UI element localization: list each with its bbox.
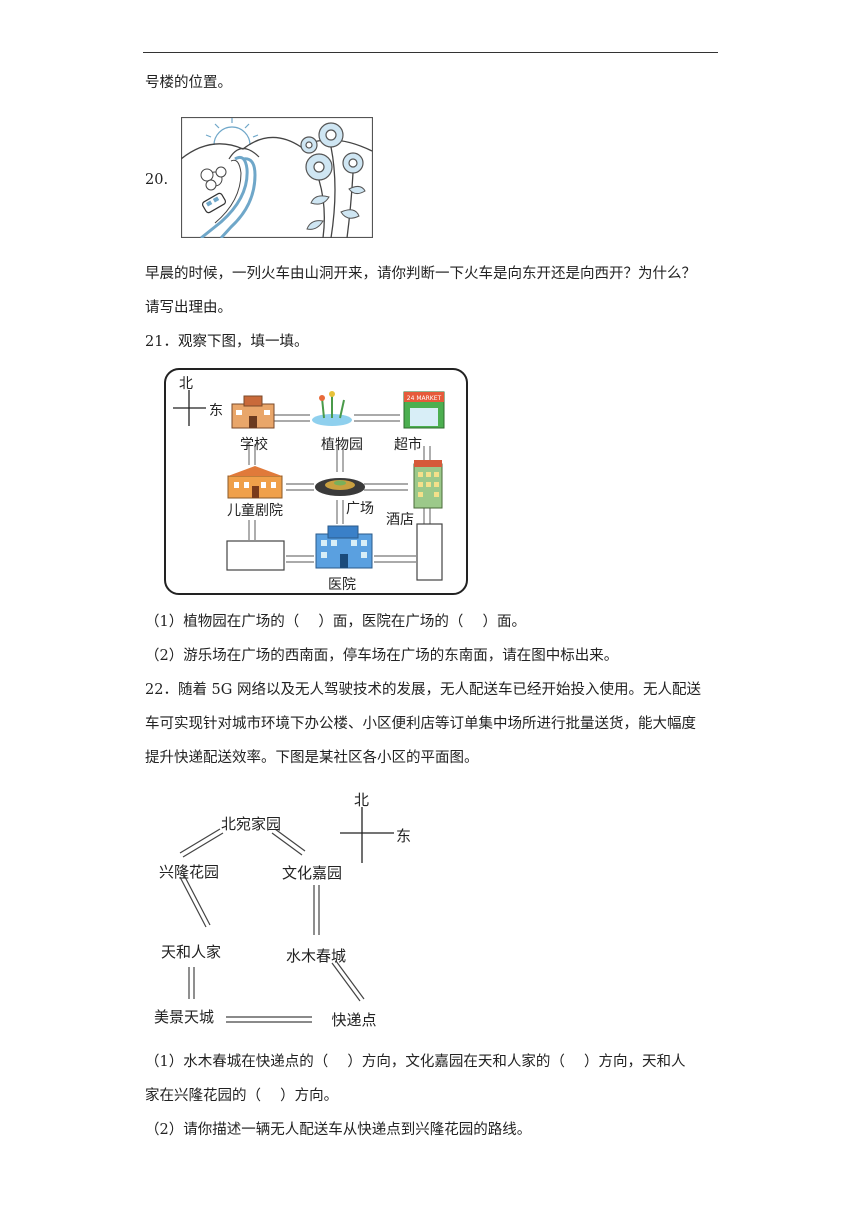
place-hotel: 酒店 xyxy=(386,512,414,528)
q21-sub2: （2）游乐场在广场的西南面，停车场在广场的东南面，请在图中标出来。 xyxy=(145,648,619,664)
smoke-icon xyxy=(200,166,227,191)
flower-icon xyxy=(300,122,364,181)
place-hospital: 医院 xyxy=(328,577,356,593)
road-lines xyxy=(179,828,365,1023)
compass-north-label: 北 xyxy=(354,791,369,809)
place-tianhe: 天和人家 xyxy=(161,943,221,961)
place-garden: 植物园 xyxy=(321,437,363,453)
empty-plot-left xyxy=(226,540,285,571)
q22-line2: 车可实现针对城市环境下办公楼、小区便利店等订单集中场所进行批量送货，能大幅度 xyxy=(145,716,696,732)
q20-line1: 早晨的时候，一列火车由山洞开来，请你判断一下火车是向东开还是向西开？为什么？ xyxy=(145,266,696,282)
hospital-icon xyxy=(315,525,373,569)
q22-line3: 提升快递配送效率。下图是某社区各小区的平面图。 xyxy=(145,750,479,766)
compass-east-label: 东 xyxy=(209,403,223,419)
compass xyxy=(340,807,394,863)
q20-line2: 请写出理由。 xyxy=(145,300,232,316)
hotel-icon xyxy=(413,460,443,509)
train-icon xyxy=(201,192,227,214)
header-rule xyxy=(143,52,718,53)
place-square: 广场 xyxy=(346,501,374,517)
place-beiwan: 北宛家园 xyxy=(221,815,281,833)
theater-icon xyxy=(227,466,283,499)
compass-north-label: 北 xyxy=(179,376,193,392)
place-xinglong: 兴隆花园 xyxy=(159,863,219,881)
market-icon: 24 MARKET xyxy=(403,391,445,429)
q21-map: 北 东 学校 xyxy=(164,368,468,595)
q22-sub1-line1: （1）水木春城在快递点的（ ）方向，文化嘉园在天和人家的（ ）方向，天和人 xyxy=(145,1054,686,1070)
q21-heading: 21．观察下图，填一填。 xyxy=(145,334,309,350)
place-theater: 儿童剧院 xyxy=(227,502,283,519)
q22-line1: 22．随着 5G 网络以及无人驾驶技术的发展，无人配送车已经开始投入使用。无人配… xyxy=(145,682,701,698)
place-meijing: 美景天城 xyxy=(154,1008,214,1026)
school-icon xyxy=(231,395,275,429)
q20-number: 20. xyxy=(145,172,169,188)
place-market: 超市 xyxy=(394,436,422,453)
place-wenhua: 文化嘉园 xyxy=(282,864,342,882)
place-shuimu: 水木春城 xyxy=(286,947,346,965)
q20-illustration xyxy=(181,117,373,238)
compass xyxy=(173,390,206,426)
q22-map: 北 东 北宛家园 兴隆花园 文化嘉园 天和人家 水木春城 美景天城 快递点 xyxy=(154,791,411,1029)
q22-sub1-line2: 家在兴隆花园的（ ）方向。 xyxy=(145,1088,339,1104)
market-sign: 24 MARKET xyxy=(407,395,442,402)
empty-plot-right xyxy=(416,523,443,581)
q22-sub2: （2）请你描述一辆无人配送车从快递点到兴隆花园的路线。 xyxy=(145,1122,532,1138)
q21-sub1: （1）植物园在广场的（ ）面，医院在广场的（ ）面。 xyxy=(145,614,526,630)
sun-icon xyxy=(205,118,259,146)
place-kuaidi: 快递点 xyxy=(331,1011,376,1029)
compass-east-label: 东 xyxy=(396,827,411,845)
top-fragment: 号楼的位置。 xyxy=(145,75,232,91)
square-icon xyxy=(315,478,365,496)
road-lines xyxy=(248,414,431,563)
place-school: 学校 xyxy=(240,436,268,453)
garden-icon xyxy=(312,391,352,426)
